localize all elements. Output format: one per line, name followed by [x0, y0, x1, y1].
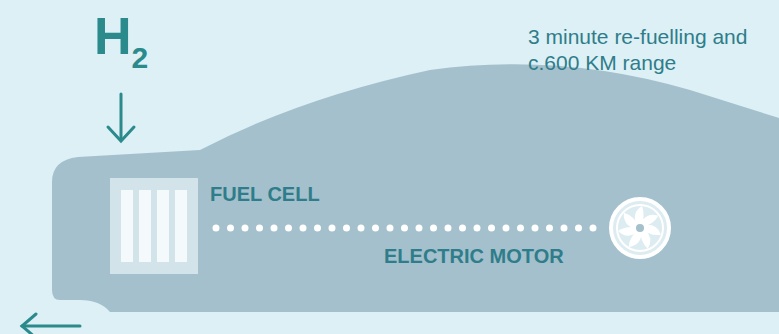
- power-connector: [216, 225, 600, 232]
- fuel-cell-label: FUEL CELL: [210, 182, 320, 206]
- hydrogen-inlet-arrow: [108, 94, 134, 141]
- electric-motor: ELECTRIC MOTOR: [384, 196, 684, 276]
- hydrogen-label: H2: [94, 8, 148, 86]
- exhaust-arrow: [22, 314, 80, 334]
- refuelling-note: 3 minute re-fuelling and c.600 KM range: [528, 24, 764, 76]
- electric-motor-icon: [608, 196, 672, 260]
- fuel-cell-icon: [110, 178, 198, 274]
- fuel-cell: FUEL CELL: [110, 178, 410, 274]
- car-silhouette: [52, 64, 779, 312]
- electric-motor-label: ELECTRIC MOTOR: [384, 244, 564, 268]
